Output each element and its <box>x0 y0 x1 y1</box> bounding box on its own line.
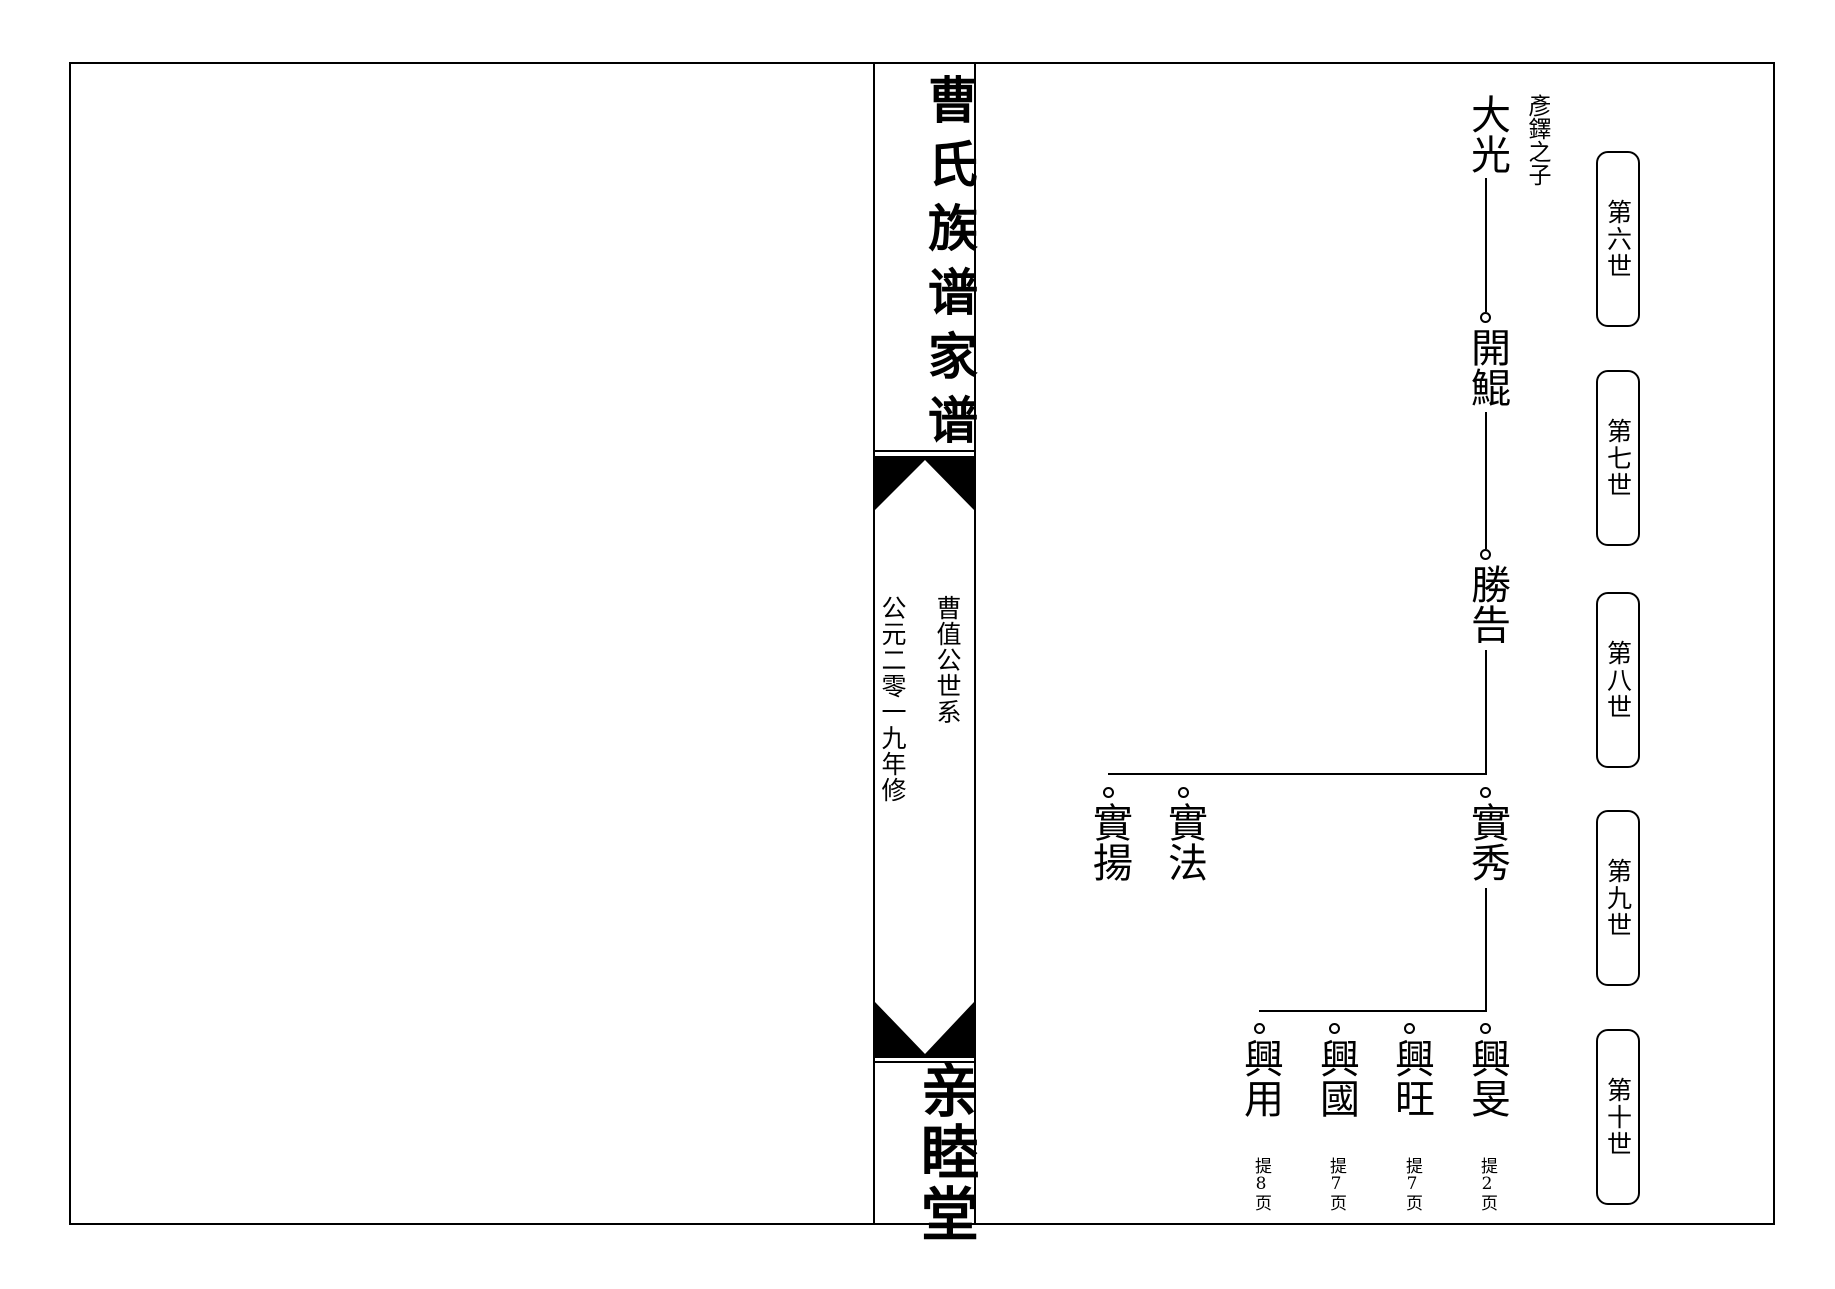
member-marker <box>1480 312 1491 323</box>
generation-label-8: 第八世 <box>1596 592 1640 768</box>
member-marker <box>1329 1023 1340 1034</box>
member-gen10: 興旻 <box>1464 1038 1510 1118</box>
member-marker <box>1178 787 1189 798</box>
generation-label-7: 第七世 <box>1596 370 1640 546</box>
page-reference: 提8页 <box>1251 1157 1271 1211</box>
spine-divider-top-2 <box>875 456 974 458</box>
member-gen10: 興旺 <box>1388 1038 1434 1118</box>
member-gen8: 勝告 <box>1464 564 1510 644</box>
member-marker <box>1480 549 1491 560</box>
book-spine: 曹氏族谱家谱 曹值公世系 公元二零一九年修 亲睦堂 <box>873 62 979 1246</box>
spine-ornament-top <box>875 458 974 510</box>
member-marker <box>1480 1023 1491 1034</box>
member-gen9: 實秀 <box>1464 802 1510 882</box>
page-frame <box>69 62 1775 1225</box>
page-reference: 提7页 <box>1402 1157 1422 1211</box>
sibling-bar-gen9 <box>1108 773 1487 775</box>
member-marker <box>1254 1023 1265 1034</box>
member-gen10: 興用 <box>1237 1038 1283 1118</box>
page-reference: 提7页 <box>1326 1157 1346 1211</box>
genealogy-title: 曹氏族谱家谱 <box>920 74 979 458</box>
member-marker <box>1103 787 1114 798</box>
member-gen9: 實揚 <box>1086 802 1132 882</box>
line-gen6-gen7 <box>1485 178 1487 312</box>
member-gen7: 開鯤 <box>1464 327 1510 407</box>
line-gen7-gen8 <box>1485 412 1487 549</box>
spine-divider-top <box>875 450 974 452</box>
member-gen9: 實法 <box>1161 802 1207 882</box>
member-gen6: 大光 <box>1464 94 1510 174</box>
generation-label-9: 第九世 <box>1596 810 1640 986</box>
member-marker <box>1404 1023 1415 1034</box>
member-marker <box>1480 787 1491 798</box>
line-gen8-gen9 <box>1485 650 1487 775</box>
line-gen9-gen10 <box>1485 888 1487 1012</box>
hall-name: 亲睦堂 <box>911 1060 979 1246</box>
lineage-label: 曹值公世系 <box>933 595 962 725</box>
edition-label: 公元二零一九年修 <box>878 595 907 803</box>
ancestor-note: 彥鐸之子 <box>1524 94 1550 186</box>
page-reference: 提2页 <box>1477 1157 1497 1211</box>
generation-label-6: 第六世 <box>1596 151 1640 327</box>
generation-label-10: 第十世 <box>1596 1029 1640 1205</box>
sibling-bar-gen10 <box>1259 1010 1487 1012</box>
member-gen10: 興國 <box>1313 1038 1359 1118</box>
spine-ornament-bottom <box>875 1002 974 1063</box>
